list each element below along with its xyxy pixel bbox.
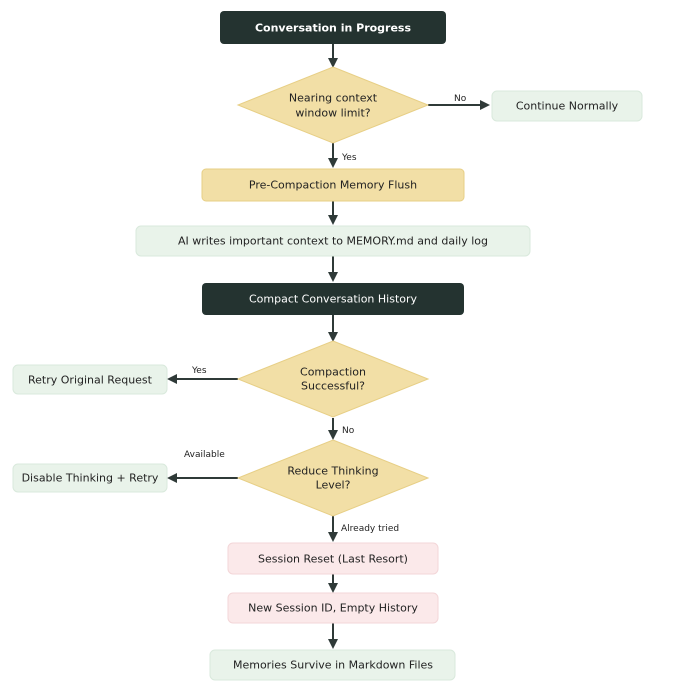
node-session-reset-label: Session Reset (Last Resort) — [258, 553, 408, 566]
edge-label-no2: No — [342, 426, 355, 436]
node-pre-compaction-flush: Pre-Compaction Memory Flush — [201, 168, 465, 202]
node-start-label: Conversation in Progress — [255, 22, 412, 35]
node-disable-thinking: Disable Thinking + Retry — [12, 463, 168, 493]
decision-nearing-context-line2: window limit? — [295, 107, 370, 120]
node-memories-survive-label: Memories Survive in Markdown Files — [233, 659, 433, 672]
edge-label-no1: No — [454, 94, 467, 104]
edge-label-available: Available — [184, 450, 225, 460]
decision-reduce-thinking: Reduce Thinking Level? — [236, 439, 430, 517]
node-continue-normally: Continue Normally — [491, 90, 643, 122]
node-ai-writes-label: AI writes important context to MEMORY.md… — [178, 235, 488, 248]
decision-compaction-successful-line1: Compaction — [300, 366, 366, 379]
node-pre-compaction-flush-label: Pre-Compaction Memory Flush — [249, 179, 417, 192]
decision-compaction-successful: Compaction Successful? — [236, 340, 430, 418]
node-new-session-label: New Session ID, Empty History — [248, 602, 418, 615]
node-retry-original-label: Retry Original Request — [28, 374, 153, 387]
edge-label-yes2: Yes — [191, 366, 207, 376]
node-ai-writes: AI writes important context to MEMORY.md… — [135, 225, 531, 257]
node-session-reset: Session Reset (Last Resort) — [227, 542, 439, 575]
edge-label-already-tried: Already tried — [341, 524, 399, 534]
node-disable-thinking-label: Disable Thinking + Retry — [22, 472, 159, 485]
edge-labels: No Yes Yes No Available Already tried — [184, 94, 467, 534]
decision-reduce-thinking-line1: Reduce Thinking — [287, 465, 378, 478]
decision-nearing-context-line1: Nearing context — [289, 92, 378, 105]
edge-label-yes1: Yes — [341, 153, 357, 163]
node-start: Conversation in Progress — [220, 11, 446, 44]
node-compact-history: Compact Conversation History — [202, 283, 464, 315]
decision-nearing-context: Nearing context window limit? — [236, 66, 430, 144]
decision-reduce-thinking-line2: Level? — [316, 479, 351, 492]
decision-compaction-successful-line2: Successful? — [301, 380, 365, 393]
node-continue-normally-label: Continue Normally — [516, 100, 619, 113]
node-new-session: New Session ID, Empty History — [227, 592, 439, 624]
node-memories-survive: Memories Survive in Markdown Files — [209, 649, 456, 681]
edges — [167, 44, 490, 649]
node-retry-original: Retry Original Request — [12, 364, 168, 395]
node-compact-history-label: Compact Conversation History — [249, 293, 418, 306]
